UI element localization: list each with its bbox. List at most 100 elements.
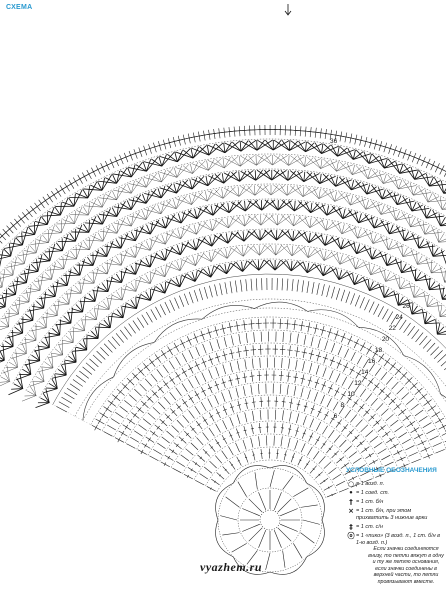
stitch-row	[91, 318, 446, 443]
stitch-row	[126, 357, 421, 464]
stitch-row	[206, 448, 337, 498]
row-number: 36	[330, 138, 338, 145]
center-petal	[306, 519, 325, 558]
center-spoke	[293, 543, 303, 559]
chain-arc	[147, 381, 399, 469]
row-number: 20	[382, 336, 390, 343]
legend-item: †= 1 ст. б/н	[346, 497, 444, 506]
center-petal	[269, 465, 308, 484]
stitch-row	[114, 344, 433, 459]
chain-arc	[0, 153, 446, 274]
legend: УСЛОВНЫЕ ОБОЗНАЧЕНИЯ ○= 1 возд. п.•= 1 с…	[346, 467, 444, 549]
legend-item-text: = 1 соед. ст.	[356, 489, 390, 496]
center-petal	[232, 556, 271, 575]
chain-arc	[12, 228, 446, 384]
start-arrow-icon	[284, 4, 292, 16]
chain-arc	[0, 198, 446, 347]
center-spoke	[242, 508, 260, 517]
center-spoke	[273, 492, 282, 510]
legend-item-text: = 1 возд. п.	[356, 480, 385, 487]
legend-item: ‡= 1 ст. с/н	[346, 523, 444, 531]
center-ring	[217, 467, 323, 573]
center-spoke	[225, 496, 240, 508]
center-spoke	[220, 515, 238, 521]
row-number: 6	[334, 413, 338, 420]
center-spoke	[293, 487, 309, 497]
shell-row	[0, 139, 446, 267]
shell-row	[0, 169, 446, 309]
scheme-title: СХЕМА	[6, 4, 33, 11]
center-spoke	[254, 472, 258, 490]
chain-arc	[182, 420, 363, 484]
chain-arc	[170, 407, 375, 479]
center-spoke	[277, 498, 292, 513]
shell-row	[21, 244, 446, 402]
center-petal	[269, 556, 308, 575]
legend-item: ○= 1 возд. п.	[346, 479, 444, 488]
center-spoke	[237, 481, 247, 497]
legend-item: •= 1 соед. ст.	[346, 489, 444, 497]
center-spoke	[248, 527, 263, 542]
center-ring	[259, 509, 281, 531]
row-number: 8	[340, 402, 344, 409]
stitch-row	[160, 396, 385, 478]
pattern-rings	[0, 124, 446, 498]
legend-item-text: = 1 ст. б/н, при этом прихватить 3 нижни…	[356, 507, 428, 521]
center-spoke	[258, 492, 267, 510]
legend-item-text: = 1 «пико» (3 возд. п., 1 ст. б/н в 1-ю …	[356, 532, 441, 546]
chain-arc	[102, 329, 446, 449]
chain-arc	[136, 368, 411, 464]
chain-icon: ○	[347, 479, 355, 488]
stitch-row	[56, 278, 446, 413]
dc-icon: †	[349, 497, 353, 506]
shell-row	[8, 229, 446, 396]
stitch-row	[149, 383, 397, 473]
center-motif	[215, 465, 325, 575]
row-number: 26	[402, 303, 410, 310]
legend-item: ×= 1 ст. б/н, при этом прихватить 3 нижн…	[346, 507, 444, 522]
center-spoke	[222, 532, 240, 536]
legend-item-text: = 1 ст. с/н	[356, 523, 383, 530]
chain-arc	[26, 243, 446, 391]
stitch-row	[0, 124, 446, 244]
picot-icon: ⓞ	[347, 531, 355, 540]
chain-arc	[90, 316, 446, 425]
chain-arc	[0, 138, 446, 252]
stitch-row	[183, 422, 361, 488]
chain-arc	[0, 183, 446, 321]
chain-arc	[52, 273, 446, 405]
center-spoke	[269, 470, 275, 488]
center-spoke	[300, 532, 315, 544]
row-number: 14	[361, 369, 369, 376]
center-spoke	[280, 508, 298, 517]
row-number: 10	[347, 391, 355, 398]
center-ring	[237, 487, 303, 553]
stitch-row	[137, 370, 409, 469]
row-number: 16	[368, 358, 376, 365]
center-spoke	[277, 527, 292, 542]
center-spoke	[231, 543, 247, 553]
shell-row	[0, 199, 446, 363]
stitch-row	[195, 435, 349, 493]
center-spoke	[273, 530, 282, 548]
center-petal	[232, 465, 271, 484]
watermark: vyazhem.ru	[200, 560, 262, 574]
chain-arc	[216, 459, 326, 498]
row-number: 24	[396, 314, 404, 321]
center-spoke	[248, 498, 263, 513]
stitch-row	[103, 331, 445, 454]
center-spoke	[242, 523, 260, 532]
center-petal	[215, 482, 234, 521]
row-number: 12	[354, 380, 362, 387]
chain-arc	[0, 213, 446, 377]
legend-item: ⓞ= 1 «пико» (3 возд. п., 1 ст. б/н в 1-ю…	[346, 531, 444, 547]
center-spoke	[265, 552, 271, 570]
center-spoke	[302, 519, 320, 525]
row-number: 22	[389, 325, 397, 332]
chain-arc	[74, 298, 446, 417]
stitch-row	[172, 409, 373, 483]
legend-title: УСЛОВНЫЕ ОБОЗНАЧЕНИЯ	[346, 467, 437, 474]
legend-list: ○= 1 возд. п.•= 1 соед. ст.†= 1 ст. б/н×…	[346, 479, 444, 547]
